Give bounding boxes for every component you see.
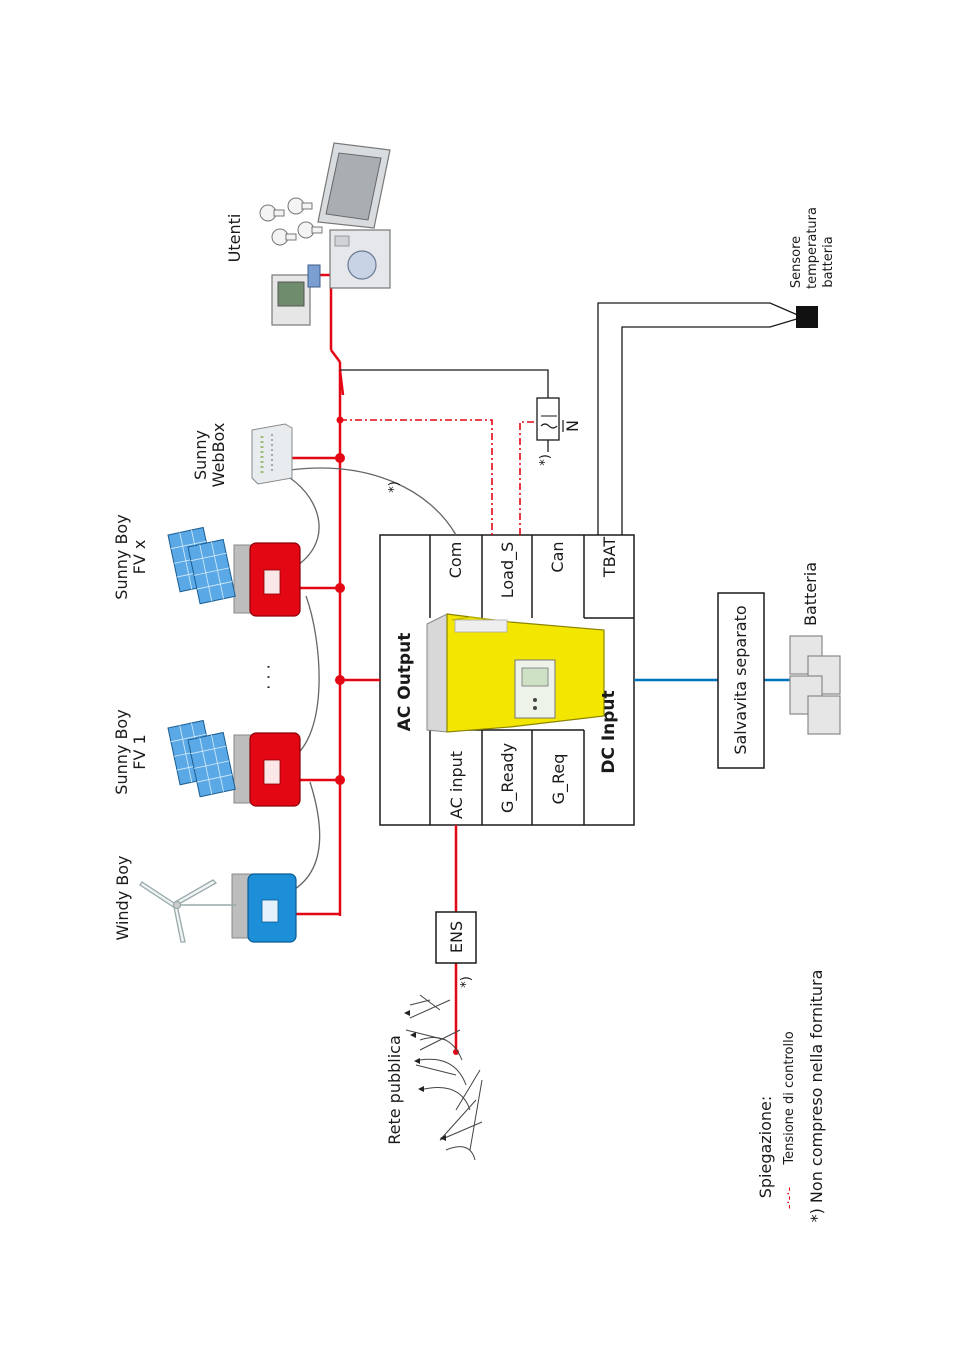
dc-input-label: DC Input: [599, 690, 619, 773]
legend-title: Spiegazione:: [756, 1096, 775, 1199]
relay-symbol: [536, 397, 564, 441]
battery-temperature-sensor: [796, 306, 818, 328]
ens-box: ENS: [435, 911, 477, 964]
sunny-webbox-icon: [251, 423, 293, 485]
legend-control-voltage: Tensione di controllo: [782, 1031, 797, 1165]
wind-turbine-icon: [139, 879, 236, 943]
consumers-label: Utenti: [225, 214, 244, 263]
terminal-load-s: Load_S: [498, 542, 518, 599]
webbox-label-2: WebBox: [209, 423, 228, 488]
temperature-sensor-cable: [597, 302, 801, 535]
terminal-tbat: TBAT: [600, 537, 619, 578]
consumers-icon: [259, 142, 391, 326]
ens-note-marker: *): [459, 976, 474, 988]
pylon-insulators-icon: [404, 1010, 446, 1141]
pv-panel-fvx-icon: [167, 526, 236, 605]
load-switch-wire: [340, 369, 549, 452]
public-grid-label: Rete pubblica: [385, 1035, 404, 1145]
battery-label: Batteria: [801, 562, 820, 626]
sunny-boy-fv1-inverter: [233, 732, 301, 807]
legend: Spiegazione: -·-·- Tensione di controllo…: [756, 970, 826, 1223]
legend-not-supplied: *) Non compreso nella fornitura: [807, 970, 826, 1223]
relay-note-marker: *): [538, 454, 553, 466]
inverter-ellipsis: · · ·: [259, 664, 278, 689]
terminal-can: Can: [548, 541, 567, 572]
sensor-label-2: temperatura: [805, 207, 820, 289]
webbox-label-1: Sunny: [191, 430, 210, 480]
windy-boy-inverter: [231, 873, 297, 943]
battery-bank-icon: [789, 635, 841, 735]
communication-cable: [289, 467, 457, 893]
terminal-ac-input: AC input: [447, 751, 466, 819]
terminal-g-req: G_Req: [549, 754, 569, 805]
sensor-label-3: batteria: [821, 236, 836, 287]
pv-panel-fv1-icon: [167, 719, 236, 798]
salvavita-label: Salvavita separato: [731, 605, 750, 754]
sunny-boy-fvx-label-1: Sunny Boy: [112, 514, 131, 599]
terminal-g-ready: G_Ready: [498, 743, 518, 813]
sunny-boy-fvx-label-2: FV x: [130, 540, 149, 575]
sunny-island-inverter: [426, 613, 605, 733]
legend-dash-symbol: -·-·-: [782, 1187, 797, 1210]
sensor-label-1: Sensore: [789, 236, 804, 288]
salvavita-box: Salvavita separato: [717, 592, 765, 769]
sunny-boy-fvx-inverter: [233, 542, 301, 617]
ens-label: ENS: [447, 921, 466, 953]
neutral-label: N: [563, 420, 582, 432]
webbox-note-marker: *): [387, 481, 402, 493]
ac-output-label: AC Output: [395, 633, 415, 732]
windy-boy-label: Windy Boy: [113, 856, 132, 941]
power-pylons-icon: [405, 994, 483, 1161]
sunny-boy-fv1-label-2: FV 1: [130, 734, 149, 769]
sunny-boy-fv1-label-1: Sunny Boy: [112, 709, 131, 794]
terminal-com: Com: [446, 542, 465, 579]
